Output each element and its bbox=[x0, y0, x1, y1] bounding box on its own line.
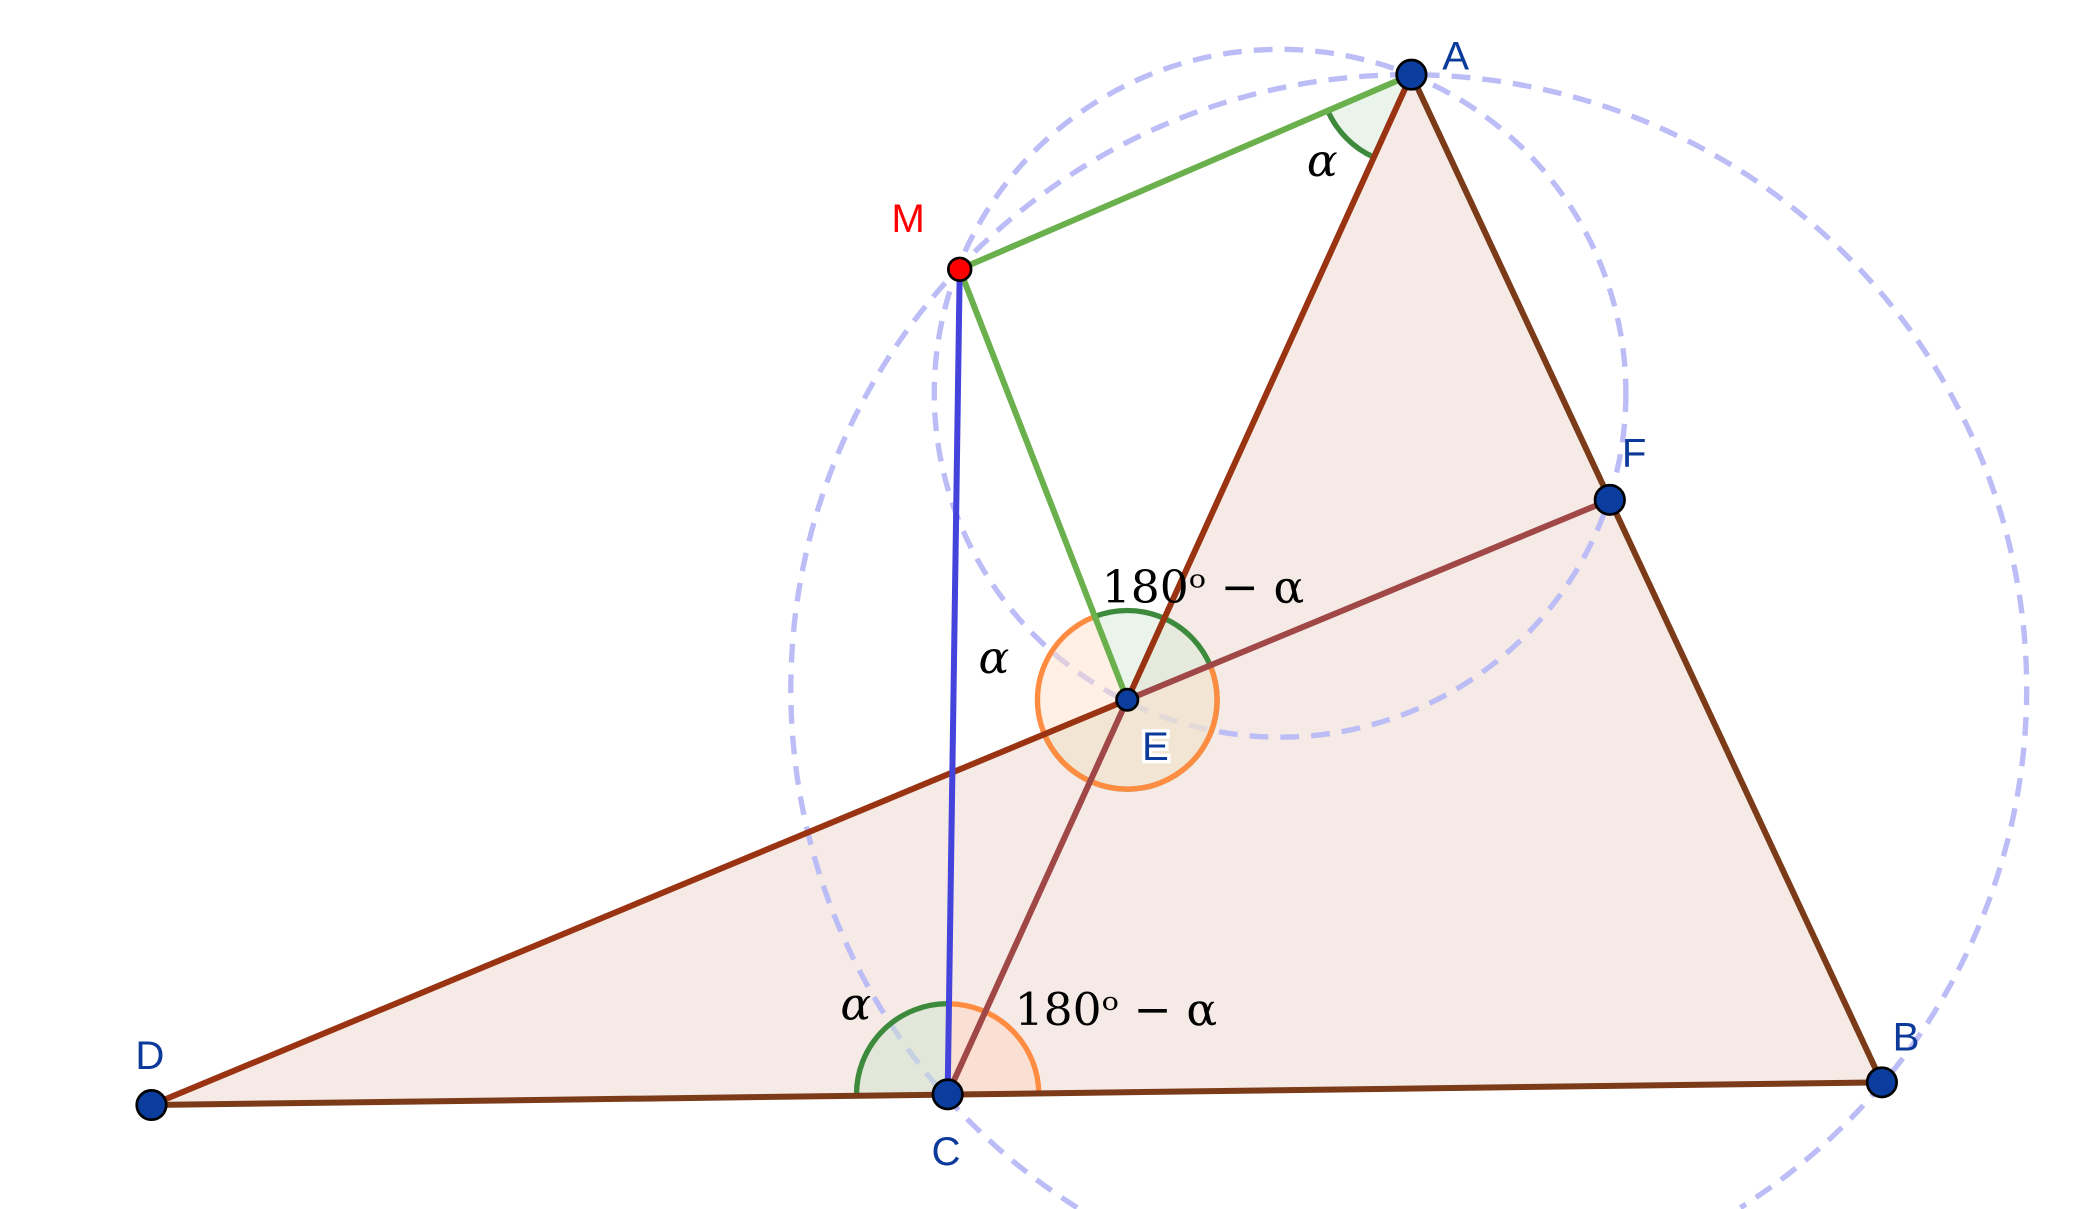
point-F[interactable] bbox=[1593, 483, 1626, 516]
segment-ME bbox=[956, 268, 1131, 701]
segment-DE bbox=[150, 697, 1129, 1108]
angle-arc-DCM bbox=[853, 1001, 950, 1096]
segment-DB bbox=[151, 1079, 1882, 1109]
circle-small-dashed bbox=[931, 46, 1629, 740]
point-B[interactable] bbox=[1865, 1066, 1898, 1099]
angle-arc-MAC-fill bbox=[1327, 74, 1412, 158]
segment-AB bbox=[1408, 73, 1885, 1084]
label-C: C bbox=[932, 1130, 961, 1174]
angle-label-alpha-E: α bbox=[978, 631, 1009, 684]
angle-arc-MCB-fill bbox=[947, 1003, 1039, 1095]
angle-label-alpha-A: α bbox=[1307, 134, 1338, 187]
point-C[interactable] bbox=[931, 1078, 964, 1111]
point-A[interactable] bbox=[1395, 58, 1428, 91]
angle-label-supplement-C: 180ᵒ − α bbox=[1015, 983, 1217, 1036]
point-M[interactable] bbox=[946, 256, 973, 282]
segment-EF bbox=[1126, 497, 1611, 703]
label-B: B bbox=[1893, 1015, 1920, 1059]
label-F: F bbox=[1622, 432, 1647, 476]
segment-AE bbox=[1124, 73, 1415, 702]
segment-MC bbox=[944, 269, 963, 1095]
segment-EC bbox=[944, 698, 1131, 1096]
label-M: M bbox=[891, 197, 924, 241]
angle-arc-MAC bbox=[1325, 109, 1376, 160]
label-E: E bbox=[1142, 725, 1169, 769]
label-A: A bbox=[1442, 34, 1469, 78]
point-E[interactable] bbox=[1115, 687, 1140, 712]
label-D: D bbox=[135, 1034, 164, 1078]
point-D[interactable] bbox=[135, 1089, 168, 1122]
segment-MA bbox=[958, 71, 1413, 273]
angle-label-alpha-C: α bbox=[840, 978, 871, 1031]
angle-label-supplement-E: 180ᵒ − α bbox=[1102, 561, 1304, 614]
triangle-ABC-fill bbox=[947, 74, 1882, 1095]
angle-arc-DCM-fill bbox=[856, 1003, 949, 1096]
angle-arc-MCB bbox=[948, 1001, 1042, 1094]
